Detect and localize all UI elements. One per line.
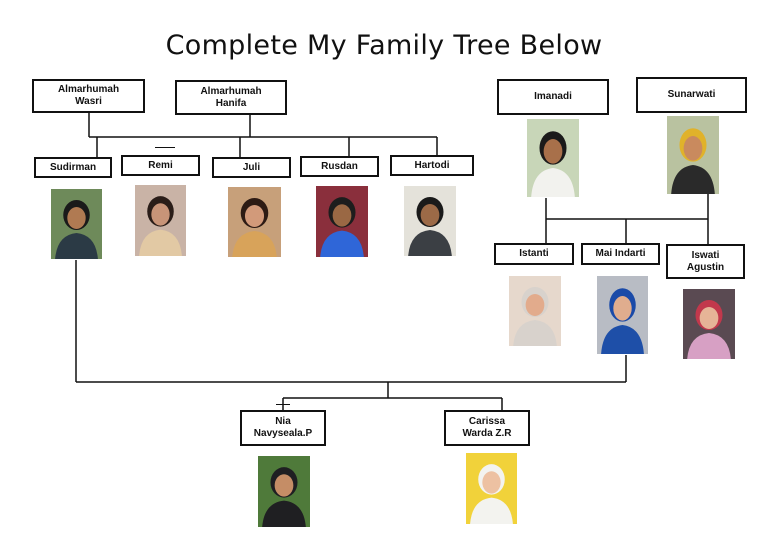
- remi-marker-line: [155, 147, 175, 148]
- photo-face: [151, 203, 170, 226]
- person-box-hartodi: Hartodi: [390, 155, 474, 176]
- photo-sunarwati: [667, 116, 719, 194]
- photo-nia: [258, 456, 310, 527]
- photo-body: [232, 231, 277, 257]
- person-box-imanadi: Imanadi: [497, 79, 609, 115]
- person-box-mai-indarti: Mai Indarti: [581, 243, 660, 265]
- person-box-wasri: Almarhumah Wasri: [32, 79, 145, 113]
- photo-iswati-agustin: [683, 289, 735, 359]
- photo-body: [408, 230, 452, 256]
- photo-body: [513, 320, 557, 346]
- photo-body: [139, 229, 182, 256]
- photo-face: [683, 136, 703, 161]
- photo-face: [274, 474, 294, 497]
- photo-face: [67, 207, 86, 229]
- photo-face: [699, 307, 719, 329]
- person-box-rusdan: Rusdan: [300, 156, 379, 177]
- photo-juli: [228, 187, 281, 257]
- photo-body: [262, 500, 306, 527]
- photo-body: [601, 325, 644, 354]
- person-box-istanti: Istanti: [494, 243, 574, 265]
- photo-body: [671, 165, 715, 194]
- photo-face: [482, 471, 501, 494]
- photo-face: [332, 204, 352, 227]
- nia-marker-line: [276, 404, 290, 405]
- photo-body: [687, 333, 731, 359]
- photo-remi: [135, 185, 186, 256]
- photo-sudirman: [51, 189, 102, 259]
- photo-mai-indarti: [597, 276, 648, 354]
- photo-istanti: [509, 276, 561, 346]
- person-box-sunarwati: Sunarwati: [636, 77, 747, 113]
- photo-rusdan: [316, 186, 368, 257]
- person-box-iswati-agustin: Iswati Agustin: [666, 244, 745, 279]
- person-box-carissa: Carissa Warda Z.R: [444, 410, 530, 446]
- photo-face: [613, 296, 632, 321]
- photo-body: [470, 497, 513, 524]
- photo-body: [531, 168, 575, 197]
- person-box-sudirman: Sudirman: [34, 157, 112, 178]
- photo-body: [55, 233, 98, 259]
- person-box-juli: Juli: [212, 157, 291, 178]
- photo-body: [320, 230, 364, 257]
- person-box-hanifa: Almarhumah Hanifa: [175, 80, 287, 115]
- person-box-remi: Remi: [121, 155, 200, 176]
- photo-face: [525, 294, 545, 316]
- photo-face: [420, 204, 440, 226]
- photo-hartodi: [404, 186, 456, 256]
- person-box-nia: Nia Navyseala.P: [240, 410, 326, 446]
- page-title: Complete My Family Tree Below: [165, 30, 603, 61]
- photo-imanadi: [527, 119, 579, 197]
- photo-carissa: [466, 453, 517, 524]
- photo-face: [244, 205, 265, 227]
- photo-face: [543, 139, 563, 164]
